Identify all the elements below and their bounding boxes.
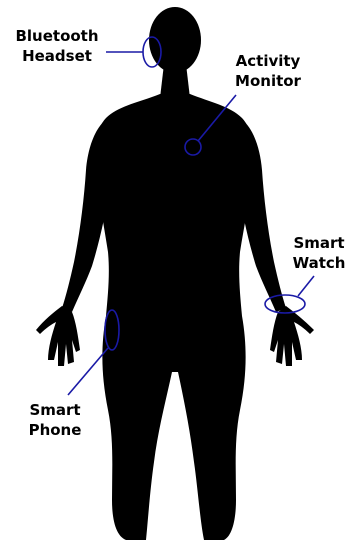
activity-monitor-line-1: Activity [222,51,314,71]
watch-leader-line [298,276,314,296]
smart-phone-line-2: Phone [6,420,104,440]
smart-phone-line-1: Smart [6,400,104,420]
bluetooth-headset-label: Bluetooth Headset [4,26,110,66]
phone-leader-line [68,348,108,395]
smart-watch-label: Smart Watch [286,233,352,273]
smart-watch-line-2: Watch [286,253,352,273]
bluetooth-headset-line-1: Bluetooth [4,26,110,46]
bluetooth-headset-line-2: Headset [4,46,110,66]
activity-monitor-label: Activity Monitor [222,51,314,91]
activity-monitor-line-2: Monitor [222,71,314,91]
smart-phone-label: Smart Phone [6,400,104,440]
smart-watch-line-1: Smart [286,233,352,253]
